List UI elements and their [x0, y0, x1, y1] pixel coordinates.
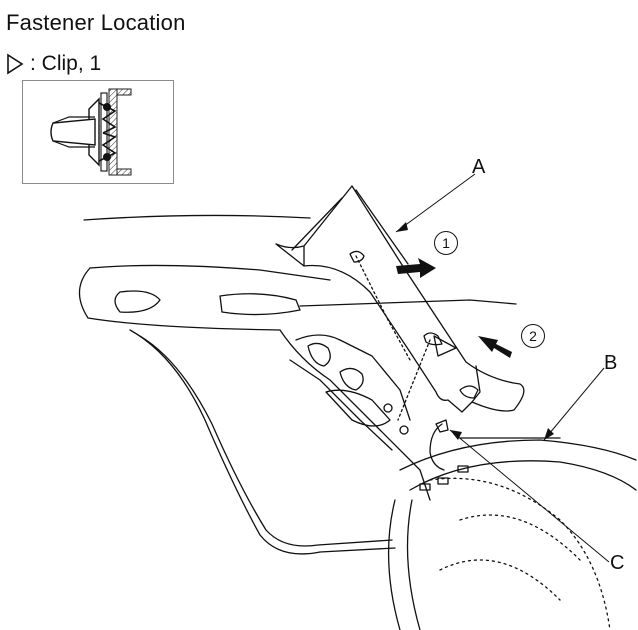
leader-b-head	[544, 428, 554, 440]
pillar-inner-line	[289, 359, 393, 451]
arrow-step-2-icon	[478, 336, 512, 358]
trim-edge-2	[355, 189, 409, 265]
trim-edge-1	[291, 197, 343, 251]
pillar-trim-a	[275, 185, 525, 413]
leader-c-head	[450, 430, 462, 440]
clip-marker-icon	[433, 335, 457, 357]
fastener-hole	[383, 403, 393, 413]
vent-slot-2	[437, 477, 449, 485]
harness-c-clip	[435, 419, 449, 433]
leader-a	[395, 173, 476, 233]
trim-clip-middle	[423, 332, 443, 346]
harness-grommet	[339, 367, 364, 391]
arrow-step-1-icon	[396, 258, 436, 278]
dashboard-side	[387, 499, 401, 630]
panel-opening	[219, 293, 301, 316]
vent-slot-3	[457, 465, 469, 473]
clip-detail-drawing	[50, 88, 132, 176]
harness-bundle	[325, 389, 391, 427]
headliner-edge	[83, 214, 311, 221]
pillar-base	[279, 329, 431, 501]
leader-c	[449, 429, 610, 563]
callout-b: B	[604, 352, 618, 374]
legend: : Clip, 1	[6, 52, 101, 76]
dashboard-contour-3	[439, 559, 561, 601]
panel-recess	[114, 290, 161, 313]
harness-c	[429, 423, 445, 471]
leader-b	[543, 367, 605, 441]
upper-panel-edge	[89, 264, 331, 281]
door-seal-inner	[139, 335, 393, 547]
trim-clip-top	[349, 250, 365, 263]
step-1-badge: 1	[434, 231, 458, 255]
callout-c: C	[610, 552, 625, 574]
fastener-hole-2	[399, 425, 409, 435]
rear-panel-edge	[78, 267, 281, 331]
dashboard-contour-1	[429, 477, 611, 630]
leader-a-head	[396, 222, 408, 232]
clip-guide-2	[397, 339, 431, 421]
legend-label: : Clip, 1	[30, 52, 102, 75]
harness-channel	[295, 334, 411, 421]
trim-clip-bottom	[459, 385, 479, 399]
callout-a: A	[472, 156, 486, 178]
trim-end-rib	[471, 365, 481, 403]
belt-line	[299, 299, 517, 307]
clip-guide-1	[355, 255, 411, 361]
step-2-badge: 2	[521, 324, 545, 348]
triangle-outline-icon	[7, 53, 24, 75]
dashboard-top	[399, 439, 637, 471]
harness-connector	[307, 342, 331, 367]
dashboard-edge	[409, 460, 637, 491]
door-seal-outer	[129, 329, 396, 555]
dashboard-contour-2	[459, 514, 581, 561]
vent-slot-1	[419, 483, 431, 491]
diagram-title: Fastener Location	[6, 10, 186, 35]
dashboard-side-inner	[406, 499, 421, 630]
clip-detail-inset	[22, 80, 174, 184]
